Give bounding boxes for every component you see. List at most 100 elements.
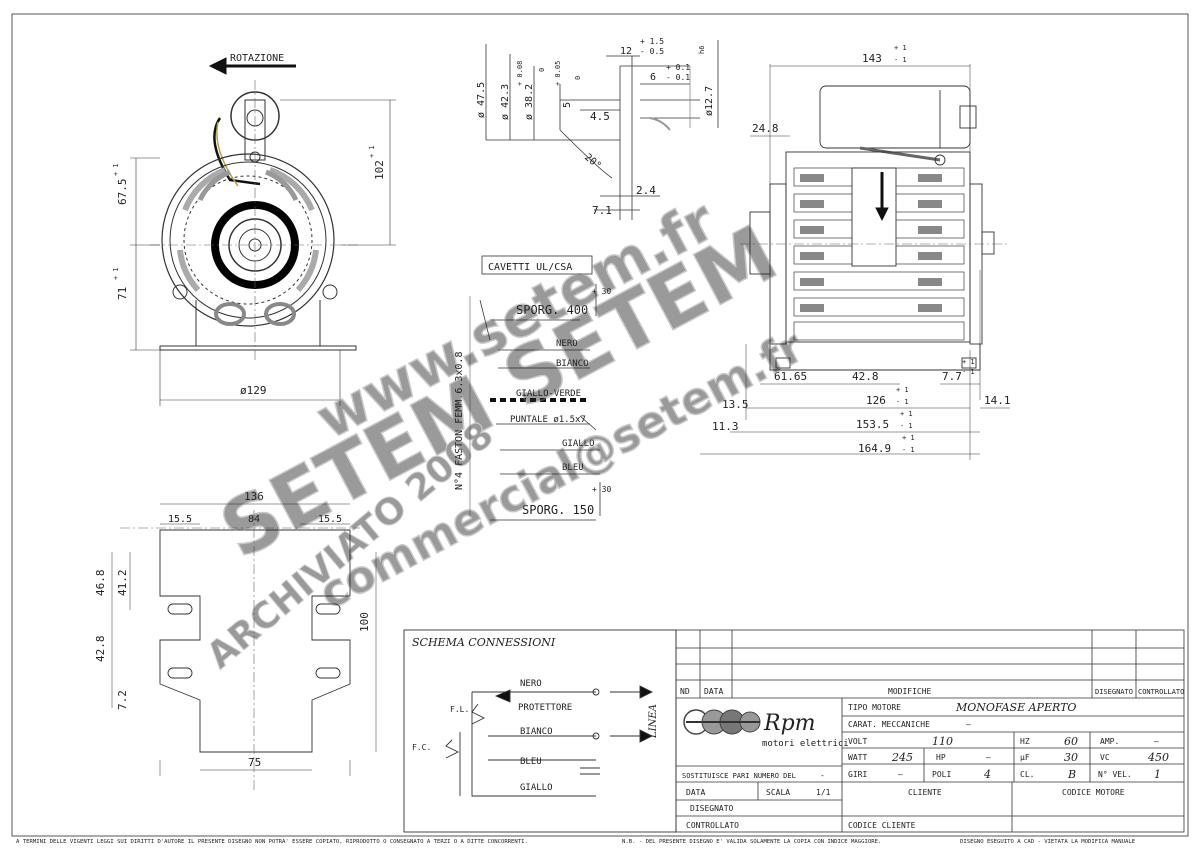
schema-fl: F.L. <box>450 705 469 714</box>
tb-tipo-label: TIPO MOTORE <box>848 703 901 712</box>
tb-vc-value: 450 <box>1147 751 1169 764</box>
side-dim-126-tol1: + 1 <box>896 386 909 394</box>
tb-cliente-label: CLIENTE <box>908 788 942 797</box>
bracket-dim-100: 100 <box>358 612 371 632</box>
side-dim-14-1: 14.1 <box>984 394 1011 407</box>
bracket-dim-75: 75 <box>248 756 261 769</box>
shaft-dim-d5: ø12.7 <box>704 86 715 116</box>
tb-col-modifiche: MODIFICHE <box>888 687 932 696</box>
tb-vc-label: VC <box>1100 753 1110 762</box>
bracket-dim-7-2: 7.2 <box>116 690 129 710</box>
tb-nvel-label: N° VEL. <box>1098 770 1132 779</box>
side-dim-143: 143 <box>862 52 882 65</box>
sheet-border <box>11 13 1189 837</box>
side-dim-24-8: 24.8 <box>752 122 779 135</box>
front-dim-67-5: 67.5 <box>116 179 129 206</box>
tb-uf-label: µF <box>1020 753 1030 762</box>
tb-scala-label: SCALA <box>766 788 790 797</box>
cables-diagram <box>469 255 601 521</box>
tb-col-disegnato: DISEGNATO <box>1095 688 1133 696</box>
shaft-dim-w1-tol-bot: - 0.5 <box>640 47 664 56</box>
schema-giallo: GIALLO <box>520 783 553 793</box>
cables-faston: N°4 FASTON FEMM.6.3x0.8 <box>454 352 465 490</box>
shaft-dim-w2-tol-bot: - 0.1 <box>666 73 690 82</box>
shaft-dim-d3: ø 38.2 <box>524 84 535 120</box>
side-dim-143-tol2: - 1 <box>894 56 907 64</box>
tb-watt-label: WATT <box>848 753 867 762</box>
shaft-dim-d4-tol-bot: 0 <box>574 76 582 80</box>
tb-col-nd: ND <box>680 687 690 696</box>
tb-col-data: DATA <box>704 687 723 696</box>
tb-cl-value: B <box>1067 768 1076 781</box>
cables-title: CAVETTI UL/CSA <box>488 262 572 273</box>
tb-amp-value: — <box>1154 737 1159 746</box>
tb-disegnato-label: DISEGNATO <box>690 804 734 813</box>
side-dim-42-8: 42.8 <box>852 370 879 383</box>
bracket-dim-15-5-c: 15.5 <box>318 514 342 525</box>
side-dim-61-65: 61.65 <box>774 370 807 383</box>
brand-name: Rpm <box>763 711 816 736</box>
tb-poli-label: POLI <box>932 770 951 779</box>
schema-bianco: BIANCO <box>520 727 553 737</box>
side-dim-164-9-tol1: + 1 <box>902 434 915 442</box>
rotation-label: ROTAZIONE <box>230 53 284 64</box>
shaft-dim-w2-tol-top: + 0.1 <box>666 63 690 72</box>
tb-codice-cliente-label: CODICE CLIENTE <box>848 821 916 830</box>
shaft-dim-d1: ø 47.5 <box>476 82 487 118</box>
side-dim-153-5-tol1: + 1 <box>900 410 913 418</box>
side-dim-164-9-tol2: - 1 <box>902 446 915 454</box>
tb-scala-value: 1/1 <box>816 788 831 797</box>
side-dim-153-5: 153.5 <box>856 418 889 431</box>
tb-carat-label: CARAT. MECCANICHE <box>848 720 930 729</box>
shaft-dim-w1: 12 <box>620 46 632 57</box>
tb-col-controllato: CONTROLLATO <box>1138 688 1184 696</box>
tb-giri-label: GIRI <box>848 770 867 779</box>
brand-sub: motori elettrici <box>762 739 849 749</box>
front-dim-tol-2: + 1 <box>112 267 120 280</box>
cables-sporg-150: SPORG. 150 <box>522 503 594 517</box>
bracket-dim-15-5-a: 15.5 <box>168 514 192 525</box>
side-dim-153-5-tol2: - 1 <box>900 422 913 430</box>
shaft-dim-d3-tol-top: + 0.08 <box>516 61 524 86</box>
shaft-dim-d4: 5 <box>562 102 573 108</box>
shaft-dim-l3: 7.1 <box>592 204 612 217</box>
front-dim-diam: ø129 <box>240 384 267 397</box>
tb-hp-value: — <box>986 753 991 762</box>
front-dim-tol-1: + 1 <box>112 163 120 176</box>
bracket-dim-42-8: 42.8 <box>94 636 107 663</box>
tb-data-label: DATA <box>686 788 705 797</box>
schema-title: SCHEMA CONNESSIONI <box>412 636 556 649</box>
footer-right: DISEGNO ESEGUITO A CAD - VIETATA LA MODI… <box>960 839 1136 845</box>
tb-giri-value: — <box>898 770 903 779</box>
tb-amp-label: AMP. <box>1100 737 1119 746</box>
schema-bleu: BLEU <box>520 757 542 767</box>
side-dim-7-7-tol2: - 1 <box>962 368 975 376</box>
tb-volt-value: 110 <box>932 735 953 748</box>
shaft-detail <box>485 40 719 220</box>
bracket-dim-46-8: 46.8 <box>94 570 107 597</box>
tb-watt-value: 245 <box>891 751 913 764</box>
shaft-dim-d5-tol: h6 <box>698 46 706 54</box>
front-dim-tol-3: + 1 <box>368 145 376 158</box>
brand-logo <box>683 709 761 735</box>
shaft-dim-w1-tol-top: + 1.5 <box>640 37 664 46</box>
cables-bianco: BIANCO <box>556 359 589 369</box>
tb-tipo-value: MONOFASE APERTO <box>955 701 1076 714</box>
tb-poli-value: 4 <box>983 768 991 781</box>
side-dim-13-5: 13.5 <box>722 398 749 411</box>
side-dim-164-9: 164.9 <box>858 442 891 455</box>
side-dim-143-tol1: + 1 <box>894 44 907 52</box>
side-dim-11-3: 11.3 <box>712 420 739 433</box>
tb-hp-label: HP <box>936 753 946 762</box>
tb-carat-value: — <box>966 720 971 729</box>
shaft-dim-l1: 4.5 <box>590 110 610 123</box>
schema-linea: LINEA <box>648 704 659 739</box>
shaft-dim-l2: 2.4 <box>636 184 656 197</box>
schema-protettore: PROTETTORE <box>518 703 572 713</box>
cables-nero: NERO <box>556 339 578 349</box>
front-dim-102: 102 <box>373 160 386 180</box>
cables-bleu: BLEU <box>562 463 584 473</box>
tb-hz-label: HZ <box>1020 737 1030 746</box>
side-view <box>700 64 1010 460</box>
